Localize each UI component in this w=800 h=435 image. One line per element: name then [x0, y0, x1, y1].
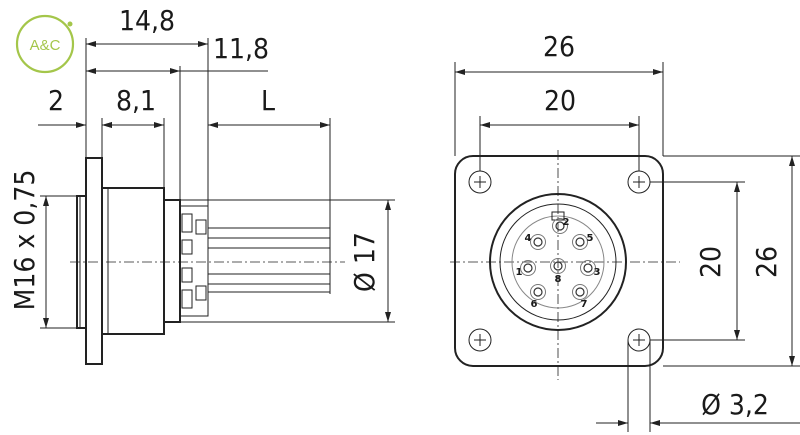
contact-pin-3: 3 — [580, 260, 601, 278]
dim-diameter-label: Ø 17 — [348, 232, 381, 292]
mounting-hole-br — [627, 328, 651, 352]
dim-thread-label: M16 x 0,75 — [8, 170, 41, 311]
pin-label-1: 1 — [516, 267, 523, 278]
pin-label-2: 2 — [563, 217, 570, 228]
dim-overall-label: 14,8 — [119, 4, 175, 37]
mounting-hole-tl — [468, 170, 492, 194]
contact-pin-2: 2 — [552, 217, 570, 234]
rear-insulator — [163, 199, 181, 323]
mounting-hole-bl — [468, 328, 492, 352]
connector-body — [101, 187, 165, 335]
insert-face — [511, 215, 605, 309]
dim-height-label: 26 — [750, 246, 783, 278]
dim-hole-spacing-h-label: 20 — [544, 84, 576, 117]
dim-body-label: 11,8 — [213, 32, 269, 65]
pin-label-7: 7 — [581, 299, 588, 310]
pin-label-3: 3 — [594, 267, 601, 278]
pin-label-4: 4 — [525, 233, 532, 244]
middle-ring — [499, 203, 617, 321]
key-notch — [551, 211, 565, 221]
brand-logo: A&C — [15, 14, 75, 74]
contact-pin-8: 8 — [550, 258, 566, 285]
mounting-hole-tr — [627, 170, 651, 194]
square-flange — [454, 155, 664, 367]
flange-plate — [85, 157, 103, 365]
side-view: 14,8 11,8 2 8,1 L Ø 17 M16 x 0,75 — [8, 4, 395, 365]
outer-ring — [489, 193, 627, 331]
pin-label-6: 6 — [531, 299, 538, 310]
pin-label-8: 8 — [555, 274, 562, 285]
contact-pin-4: 4 — [525, 233, 546, 250]
dim-hole-diameter-label: Ø 3,2 — [701, 388, 769, 421]
dim-flange-label: 2 — [48, 84, 64, 117]
contact-pin-7: 7 — [572, 284, 588, 310]
contact-block — [179, 205, 209, 317]
logo-text: A&C — [30, 37, 61, 54]
pin-layer: 1 2 3 4 5 6 7 8 — [516, 217, 601, 310]
contact-pin-1: 1 — [516, 260, 536, 278]
front-view: 1 2 3 4 5 6 7 8 26 20 20 26 Ø 3,2 — [450, 30, 800, 432]
thread-stub — [76, 195, 87, 329]
dim-wire-length-label: L — [261, 84, 275, 117]
contact-pin-5: 5 — [572, 233, 594, 250]
pin-label-5: 5 — [587, 233, 594, 244]
dim-hole-spacing-v-label: 20 — [694, 246, 727, 278]
contact-pin-6: 6 — [530, 284, 546, 310]
dim-width-label: 26 — [543, 30, 575, 63]
dim-nut-label: 8,1 — [116, 84, 156, 117]
